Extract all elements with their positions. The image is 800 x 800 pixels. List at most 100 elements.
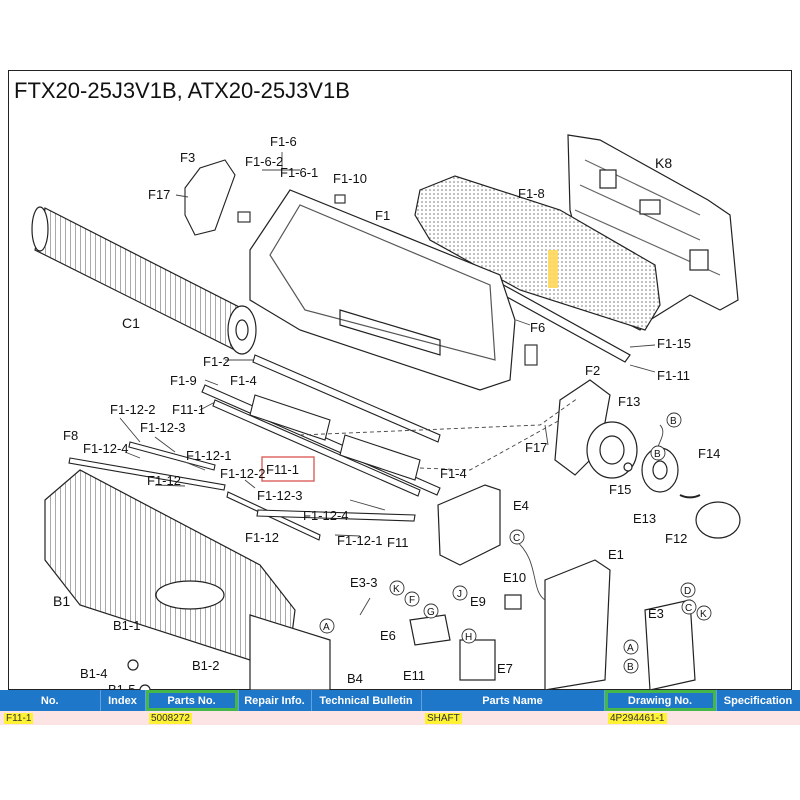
callout-b1-2: B1-2 bbox=[192, 658, 219, 673]
callout-f1-12: F1-12 bbox=[147, 473, 181, 488]
svg-text:G: G bbox=[427, 607, 435, 618]
callout-e3: E3 bbox=[648, 606, 664, 621]
callout-f1-12-4-b: F1-12-4 bbox=[303, 508, 349, 523]
callout-e6: E6 bbox=[380, 628, 396, 643]
svg-text:H: H bbox=[465, 632, 472, 643]
svg-text:K: K bbox=[393, 584, 400, 595]
callout-f1-12-1: F1-12-1 bbox=[186, 448, 232, 463]
svg-text:A: A bbox=[323, 622, 330, 633]
table-row[interactable]: F11-1 5008272 SHAFT 4P294461-1 bbox=[0, 711, 800, 725]
svg-text:B: B bbox=[670, 416, 677, 427]
callout-f1-12-2: F1-12-2 bbox=[110, 402, 156, 417]
page-title: FTX20-25J3V1B, ATX20-25J3V1B bbox=[14, 78, 350, 103]
callout-b1-1: B1-1 bbox=[113, 618, 140, 633]
svg-text:J: J bbox=[457, 589, 462, 600]
col-specification[interactable]: Specification bbox=[716, 690, 800, 711]
callout-e7: E7 bbox=[497, 661, 513, 676]
svg-text:B: B bbox=[627, 662, 634, 673]
callout-f1-12-b: F1-12 bbox=[245, 530, 279, 545]
callout-f3: F3 bbox=[180, 150, 195, 165]
callout-e4: E4 bbox=[513, 498, 529, 513]
col-index[interactable]: Index bbox=[100, 690, 146, 711]
callout-f13: F13 bbox=[618, 394, 640, 409]
col-no[interactable]: No. bbox=[0, 690, 101, 711]
cell-specification bbox=[716, 711, 800, 725]
callout-f15: F15 bbox=[609, 482, 631, 497]
connector-markers bbox=[319, 412, 712, 674]
col-repair-info[interactable]: Repair Info. bbox=[238, 690, 312, 711]
callout-e13: E13 bbox=[633, 511, 656, 526]
callout-f1-15: F1-15 bbox=[657, 336, 691, 351]
callout-c1: C1 bbox=[122, 315, 140, 331]
callout-f11-1: F11-1 bbox=[172, 402, 205, 417]
callout-b1-4: B1-4 bbox=[80, 666, 107, 681]
callout-f1-6-1: F1-6-1 bbox=[280, 165, 318, 180]
filter-f1-8-drawing bbox=[414, 175, 661, 331]
callout-f1-8: F1-8 bbox=[518, 186, 545, 201]
callout-f1-4-b: F1-4 bbox=[440, 466, 467, 481]
callout-f8: F8 bbox=[63, 428, 78, 443]
svg-text:D: D bbox=[684, 586, 691, 597]
callout-labels: F1-6 F3 F1-6-2 F1-6-1 F1-10 F17 F1 F1-8 … bbox=[53, 134, 720, 690]
callout-f1-6-2: F1-6-2 bbox=[245, 154, 283, 169]
callout-e3-3: E3-3 bbox=[350, 575, 377, 590]
callout-f11-1-selected: F11-1 bbox=[266, 462, 299, 477]
cell-parts-no: 5008272 bbox=[145, 711, 238, 725]
louvres-drawing bbox=[68, 354, 441, 541]
electrical-box-drawing bbox=[409, 484, 696, 690]
callout-f12: F12 bbox=[665, 531, 687, 546]
exploded-parts-diagram: F1-6 F3 F1-6-2 F1-6-1 F1-10 F17 F1 F1-8 … bbox=[31, 134, 741, 690]
table-header-row: No. Index Parts No. Repair Info. Technic… bbox=[0, 690, 800, 711]
callout-e1: E1 bbox=[608, 547, 624, 562]
col-parts-name[interactable]: Parts Name bbox=[421, 690, 605, 711]
callout-f1-12-1-b: F1-12-1 bbox=[337, 533, 383, 548]
callout-f2: F2 bbox=[585, 363, 600, 378]
callout-k8: K8 bbox=[655, 155, 672, 171]
callout-f17-b: F17 bbox=[525, 440, 547, 455]
callout-f1-9: F1-9 bbox=[170, 373, 197, 388]
callout-f11: F11 bbox=[387, 535, 408, 550]
selected-part-box bbox=[261, 456, 315, 482]
svg-text:K: K bbox=[700, 609, 707, 620]
callout-e9: E9 bbox=[470, 594, 486, 609]
callout-f1-12-2-b: F1-12-2 bbox=[220, 466, 266, 481]
callout-f1-11: F1-11 bbox=[657, 368, 690, 383]
small-parts-drawing bbox=[184, 159, 538, 366]
callout-b4: B4 bbox=[347, 671, 363, 686]
callout-f1-12-4: F1-12-4 bbox=[83, 441, 129, 456]
callout-b1-5: B1-5 bbox=[108, 682, 135, 690]
cell-no: F11-1 bbox=[0, 711, 100, 725]
callout-f1-12-3: F1-12-3 bbox=[140, 420, 186, 435]
cell-drawing-no: 4P294461-1 bbox=[604, 711, 716, 725]
front-panel-b1-drawing bbox=[44, 469, 331, 690]
svg-text:C: C bbox=[513, 533, 520, 544]
cell-parts-name: SHAFT bbox=[421, 711, 604, 725]
cell-repair-info bbox=[238, 711, 311, 725]
callout-f1: F1 bbox=[375, 208, 390, 223]
col-technical-bulletin[interactable]: Technical Bulletin bbox=[311, 690, 422, 711]
col-parts-no[interactable]: Parts No. bbox=[145, 690, 239, 711]
callout-f6: F6 bbox=[530, 320, 545, 335]
fan-motor-parts-drawing bbox=[554, 379, 741, 539]
callout-f1-6: F1-6 bbox=[270, 134, 297, 149]
callout-f1-4: F1-4 bbox=[230, 373, 257, 388]
connector-letters: B B C K F G J H D C K A A B bbox=[323, 416, 707, 673]
svg-text:C: C bbox=[685, 603, 692, 614]
callout-f17: F17 bbox=[148, 187, 170, 202]
parts-table: No. Index Parts No. Repair Info. Technic… bbox=[0, 690, 800, 725]
cell-technical-bulletin bbox=[311, 711, 421, 725]
callout-e11: E11 bbox=[403, 668, 425, 683]
callout-f14: F14 bbox=[698, 446, 720, 461]
svg-text:F: F bbox=[409, 595, 415, 606]
svg-text:A: A bbox=[627, 643, 634, 654]
col-drawing-no[interactable]: Drawing No. bbox=[604, 690, 717, 711]
callout-e10: E10 bbox=[503, 570, 526, 585]
crossflow-fan-c1-drawing bbox=[31, 206, 257, 355]
callout-b1: B1 bbox=[53, 593, 70, 609]
front-grille-f1-drawing bbox=[249, 189, 516, 391]
callout-f1-2: F1-2 bbox=[203, 354, 230, 369]
leader-lines bbox=[119, 152, 664, 616]
svg-text:B: B bbox=[654, 449, 661, 460]
callout-f1-12-3-b: F1-12-3 bbox=[257, 488, 303, 503]
callout-f1-10: F1-10 bbox=[333, 171, 367, 186]
